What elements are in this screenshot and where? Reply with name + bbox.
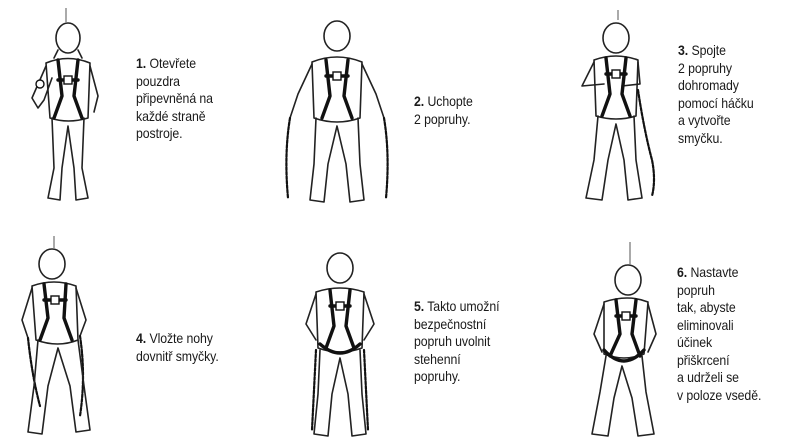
step-line: 2 popruhy. [414, 111, 473, 129]
step-line: popruhy. [414, 368, 499, 386]
step-line: smyčku. [678, 130, 754, 148]
step-line: v poloze vsedě. [677, 387, 761, 405]
step-line: pouzdra [136, 73, 213, 91]
step-line: dohromady [678, 77, 754, 95]
step-2-illustration [282, 14, 392, 206]
step-line: Uchopte [427, 93, 472, 109]
step-line: pomocí háčku [678, 95, 754, 113]
step-line: Nastavte [690, 264, 738, 280]
step-6-text: 6. Nastavte popruh tak, abyste eliminova… [677, 264, 761, 404]
person-harness-icon [18, 8, 118, 208]
person-harness-icon [282, 14, 392, 206]
step-line: a udrželi se [677, 369, 761, 387]
person-harness-icon [560, 10, 666, 206]
step-1-text: 1. Otevřete pouzdra připevněná na každé … [136, 55, 213, 143]
step-line: a vytvořte [678, 112, 754, 130]
step-line: bezpečnostní [414, 316, 499, 334]
step-line: Vložte nohy [149, 330, 212, 346]
person-harness-icon [14, 236, 114, 441]
step-line: popruh [677, 282, 761, 300]
step-2-text: 2. Uchopte 2 popruhy. [414, 93, 473, 128]
step-3-illustration [560, 10, 666, 206]
step-3-text: 3. Spojte 2 popruhy dohromady pomocí háč… [678, 42, 754, 147]
step-number: 2. [414, 93, 424, 109]
step-line: připevněná na [136, 90, 213, 108]
step-5-text: 5. Takto umožní bezpečnostní popruh uvol… [414, 298, 499, 386]
step-number: 1. [136, 55, 146, 71]
step-line: každé straně [136, 108, 213, 126]
person-harness-icon [572, 242, 672, 441]
step-line: 2 popruhy [678, 60, 754, 78]
step-number: 5. [414, 298, 424, 314]
step-line: tak, abyste [677, 299, 761, 317]
step-4-illustration [14, 236, 114, 441]
step-line: Spojte [691, 42, 725, 58]
step-line: popruh uvolnit [414, 333, 499, 351]
step-line: přiškrcení [677, 352, 761, 370]
person-harness-icon [290, 244, 390, 441]
step-6-illustration [572, 242, 672, 441]
step-line: účinek [677, 334, 761, 352]
step-4-text: 4. Vložte nohy dovnitř smyčky. [136, 330, 219, 365]
step-number: 3. [678, 42, 688, 58]
step-line: eliminovali [677, 317, 761, 335]
step-5-illustration [290, 244, 390, 441]
step-1-illustration [18, 8, 118, 208]
step-number: 4. [136, 330, 146, 346]
step-line: dovnitř smyčky. [136, 348, 219, 366]
step-line: stehenní [414, 351, 499, 369]
step-line: Otevřete [149, 55, 196, 71]
step-line: postroje. [136, 125, 213, 143]
step-number: 6. [677, 264, 687, 280]
step-line: Takto umožní [427, 298, 499, 314]
